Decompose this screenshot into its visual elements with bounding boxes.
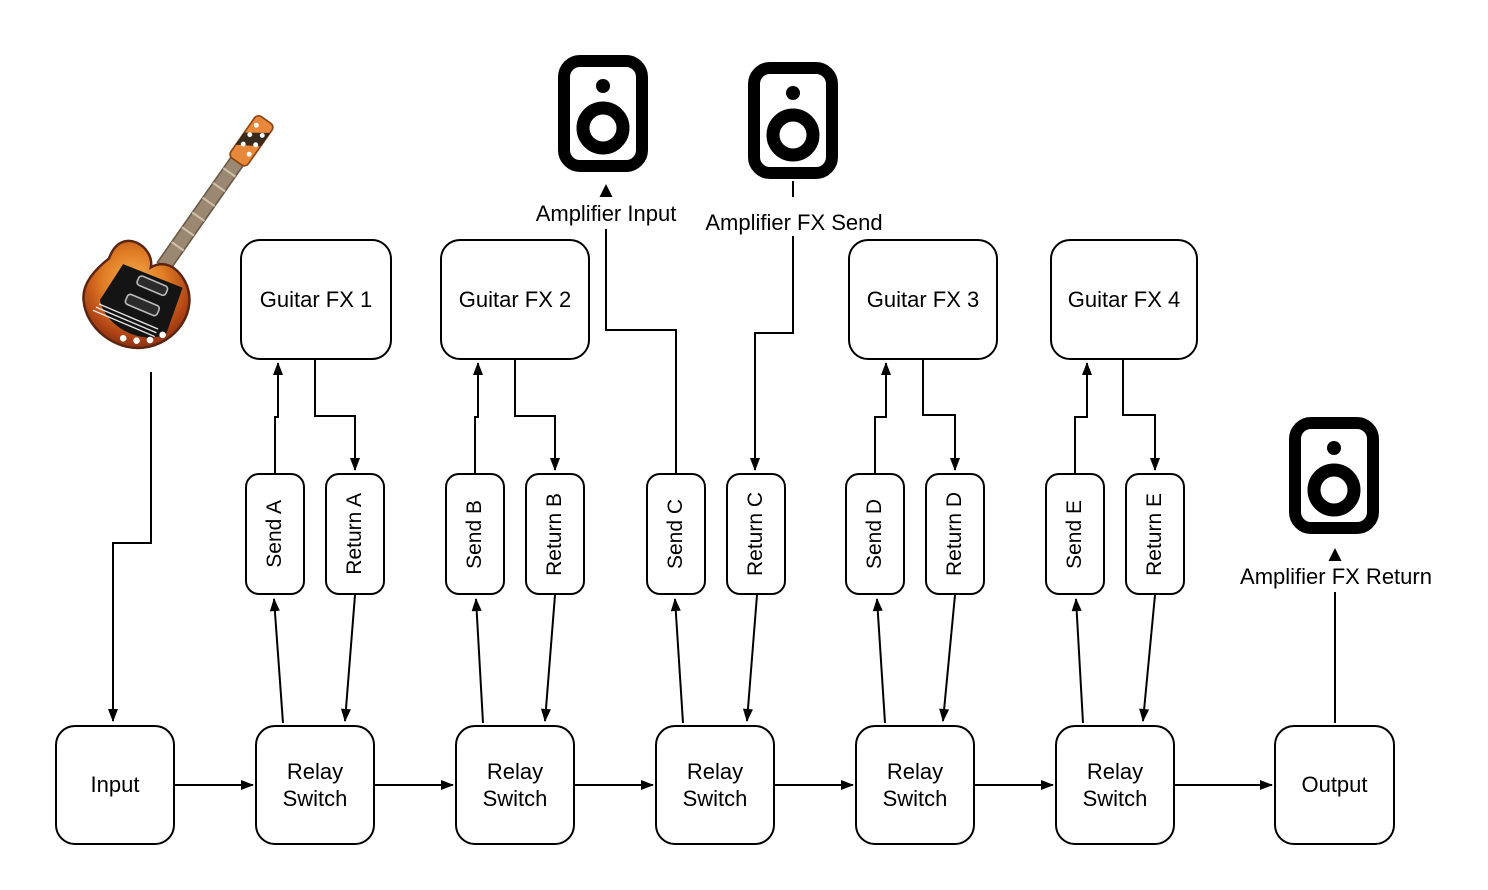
node-guitar-fx-1: Guitar FX 1 <box>240 239 392 360</box>
node-relay-switch-2: Relay Switch <box>455 725 575 845</box>
wire-fx-3-to-return-d <box>922 359 960 471</box>
node-return-a: Return A <box>325 473 385 595</box>
node-guitar-fx-4: Guitar FX 4 <box>1050 239 1198 360</box>
node-return-e: Return E <box>1125 473 1185 595</box>
wire-amp-fx-send-to-return-c <box>750 236 794 471</box>
relay-switch-1-label: Relay Switch <box>282 758 348 812</box>
relay-switch-3-label: Relay Switch <box>682 758 748 812</box>
guitar-fx-1-label: Guitar FX 1 <box>259 286 373 312</box>
wire-relay-2-to-send-b <box>471 598 484 724</box>
node-relay-switch-3: Relay Switch <box>655 725 775 845</box>
wire-return-c-to-relay-3 <box>742 594 758 722</box>
wire-send-e-to-fx-4 <box>1074 362 1092 473</box>
amplifier-fx-return-speaker-icon <box>1289 417 1379 534</box>
node-return-c: Return C <box>726 473 786 595</box>
amplifier-fx-return-label: Amplifier FX Return <box>1240 564 1432 589</box>
wire-send-b-to-fx-2 <box>473 362 483 473</box>
wire-fx-1-to-return-a <box>314 359 360 471</box>
guitar-fx-4-label: Guitar FX 4 <box>1067 286 1181 312</box>
wire-fx-4-to-return-e <box>1122 359 1160 471</box>
amp-fx-return-arrowhead <box>1328 548 1342 561</box>
relay-switch-4-label: Relay Switch <box>882 758 948 812</box>
node-output: Output <box>1274 725 1395 845</box>
send-e-label: Send E <box>1062 499 1086 569</box>
wire-return-e-to-relay-5 <box>1139 594 1156 722</box>
node-input: Input <box>55 725 175 845</box>
relay-switch-2-label: Relay Switch <box>482 758 548 812</box>
node-return-d: Return D <box>925 473 985 595</box>
guitar-fx-3-label: Guitar FX 3 <box>866 286 980 312</box>
wire-relay-4-to-send-d <box>872 598 886 724</box>
wire-relay-5-to-send-e <box>1071 598 1084 724</box>
wire-send-d-to-fx-3 <box>874 362 891 473</box>
return-b-label: Return B <box>542 492 566 576</box>
node-send-d: Send D <box>845 473 905 595</box>
wire-return-a-to-relay-1 <box>340 594 356 722</box>
wire-fx-2-to-return-b <box>514 359 560 471</box>
node-return-b: Return B <box>525 473 585 595</box>
output-label: Output <box>1301 772 1368 798</box>
wire-send-c-to-amp-input <box>605 229 677 473</box>
wire-relay-3-to-send-c <box>670 598 684 724</box>
amplifier-fx-send-speaker-icon <box>748 62 838 179</box>
node-relay-switch-4: Relay Switch <box>855 725 975 845</box>
guitar-fx-2-label: Guitar FX 2 <box>458 286 572 312</box>
send-a-label: Send A <box>262 500 286 568</box>
wire-return-d-to-relay-4 <box>939 594 956 722</box>
node-guitar-fx-3: Guitar FX 3 <box>848 239 998 360</box>
send-b-label: Send B <box>462 499 486 569</box>
amplifier-input-speaker-icon <box>558 55 648 172</box>
node-relay-switch-1: Relay Switch <box>255 725 375 845</box>
send-d-label: Send D <box>862 498 886 570</box>
wire-send-a-to-fx-1 <box>273 362 283 473</box>
wire-guitar-to-input <box>108 372 152 722</box>
return-a-label: Return A <box>342 493 366 575</box>
node-send-c: Send C <box>646 473 706 595</box>
electric-guitar-icon <box>82 114 274 350</box>
amplifier-input-label: Amplifier Input <box>535 201 677 226</box>
return-e-label: Return E <box>1142 492 1166 576</box>
wire-relay-1-to-send-a <box>269 598 284 724</box>
amplifier-fx-send-label: Amplifier FX Send <box>705 210 883 235</box>
node-relay-switch-5: Relay Switch <box>1055 725 1175 845</box>
relay-switch-5-label: Relay Switch <box>1082 758 1148 812</box>
node-send-a: Send A <box>245 473 305 595</box>
node-send-b: Send B <box>445 473 505 595</box>
input-label: Input <box>90 772 140 798</box>
return-c-label: Return C <box>743 491 767 577</box>
wire-return-b-to-relay-2 <box>540 594 556 722</box>
return-d-label: Return D <box>942 491 966 577</box>
send-c-label: Send C <box>663 498 687 570</box>
amp-input-arrowhead <box>599 184 613 197</box>
node-send-e: Send E <box>1045 473 1105 595</box>
node-guitar-fx-2: Guitar FX 2 <box>440 239 590 360</box>
